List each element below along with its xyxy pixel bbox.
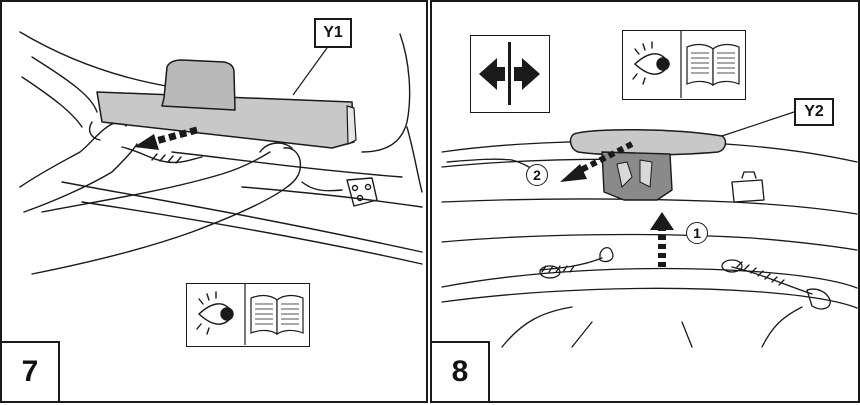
callout-leader-y2: [721, 111, 795, 137]
step-7-panel: Y1 7: [0, 0, 428, 403]
see-manual-icon: [622, 30, 746, 100]
action-2-marker: 2: [526, 164, 548, 186]
see-manual-icon: [186, 283, 310, 347]
cover-y1-handle-shape: [161, 59, 236, 111]
action-1-marker: 1: [686, 222, 708, 244]
double-arrow-with-center-line-icon: [470, 35, 550, 113]
step-number-7: 7: [2, 341, 60, 401]
callout-leader-y1: [292, 47, 328, 96]
clip-housing-shape: [601, 151, 673, 201]
cover-y1-end-cap: [346, 105, 357, 145]
cap-y2-shape: [569, 128, 727, 156]
callout-y2: Y2: [794, 98, 834, 126]
action-1-arrow: [650, 212, 674, 267]
step-8-panel: Y2 2 1 8: [430, 0, 860, 403]
step-8-illustration: [441, 111, 858, 348]
step-number-8: 8: [432, 341, 490, 401]
step-7-illustration: [19, 31, 423, 275]
callout-y1: Y1: [314, 18, 352, 48]
pull-direction-arrow: [134, 126, 198, 150]
action-2-arrow: [560, 141, 634, 182]
